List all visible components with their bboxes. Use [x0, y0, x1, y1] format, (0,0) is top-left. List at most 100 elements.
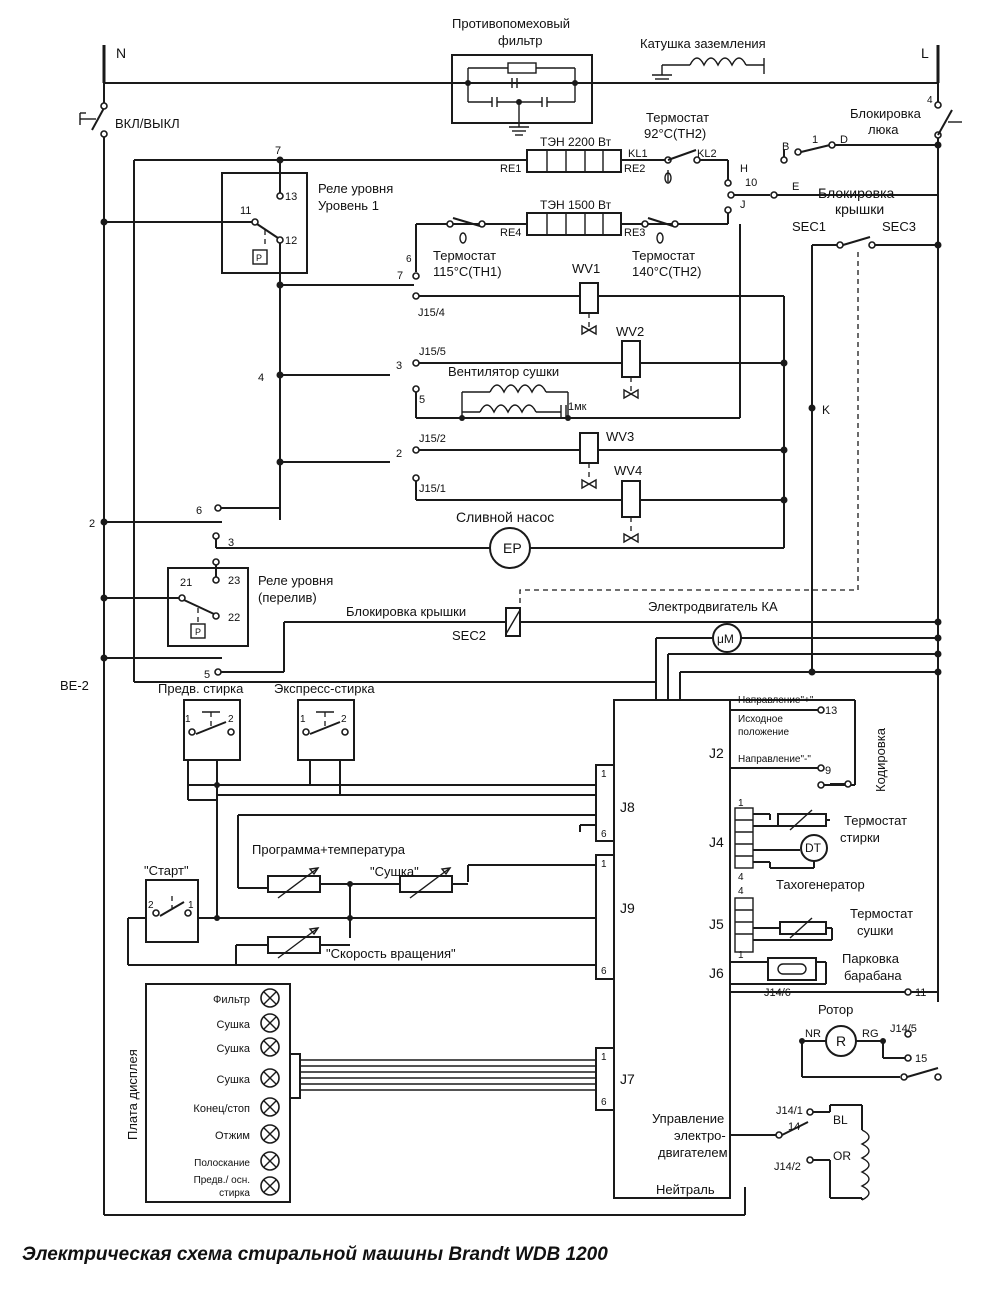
dry-fan-label: Вентилятор сушки — [448, 364, 559, 379]
pin-11-relay-label: 11 — [240, 205, 251, 217]
b-label: B — [782, 141, 789, 153]
display-led-cross — [263, 1016, 277, 1030]
level-relay2-label-1: Реле уровня — [258, 573, 333, 588]
wash-therm-label-2: стирки — [840, 830, 880, 845]
or-label: OR — [833, 1149, 851, 1163]
bd-switch — [780, 141, 942, 164]
display-item-label: Отжим — [215, 1130, 250, 1142]
lid-lock2-label: Блокировка крышки — [346, 604, 466, 619]
sec1-label: SEC1 — [792, 219, 826, 234]
pin-2-rail-label: 2 — [396, 448, 402, 460]
pin-11-rotor: 11 — [915, 987, 926, 999]
door-lock-label-1: Блокировка — [850, 106, 922, 121]
pin-5-bottom-label: 5 — [204, 669, 210, 681]
display-led-cross — [263, 1071, 277, 1085]
display-item-label: Сушка — [217, 1043, 251, 1055]
dry-therm-label-2: сушки — [857, 923, 893, 938]
j14-1-label: J14/1 — [776, 1105, 803, 1117]
left-connectors — [128, 764, 615, 1111]
j5-pin-4: 4 — [738, 886, 744, 897]
dt-label: DT — [805, 841, 822, 855]
display-item-label: Фильтр — [213, 994, 250, 1006]
potentiometers — [267, 867, 468, 959]
interference-filter — [451, 54, 593, 136]
home-label-2: положение — [738, 727, 790, 738]
valve-circuit — [280, 224, 788, 548]
j9-pin-6: 6 — [601, 966, 607, 977]
r-label: R — [836, 1033, 846, 1049]
display-led-cross — [263, 1127, 277, 1141]
dir-plus-label: Направление"+" — [738, 695, 814, 706]
level-relay1-label-2: Уровень 1 — [318, 198, 379, 213]
diagram-caption: Электрическая схема стиральной машины Br… — [22, 1244, 608, 1265]
kl2-label: KL2 — [697, 148, 717, 160]
express-pin-1: 1 — [300, 714, 306, 725]
j2-coding — [730, 699, 856, 789]
pin-12-relay-label: 12 — [285, 235, 297, 247]
sec3-label: SEC3 — [882, 219, 916, 234]
drying-knob-label: "Сушка" — [370, 864, 419, 879]
door-lock-switch — [934, 101, 962, 139]
lid-lock-label-1: Блокировка — [818, 185, 895, 201]
lid-lock-switch — [519, 236, 942, 672]
prog-temp-label: Программа+температура — [252, 842, 406, 857]
wash-buttons — [183, 699, 355, 921]
pin-22-label: 22 — [228, 612, 240, 624]
motor-ctrl-label-3: двигателем — [658, 1145, 728, 1160]
k-label: K — [822, 403, 830, 417]
pin-13-relay-label: 13 — [285, 191, 297, 203]
motor-ka — [655, 623, 942, 700]
start-button — [127, 879, 236, 966]
j15-4-label: J15/4 — [418, 307, 445, 319]
kl1-label: KL1 — [628, 148, 648, 160]
j6-label: J6 — [709, 965, 724, 981]
pin-10-label: 10 — [745, 177, 757, 189]
j5-dry-therm — [734, 897, 833, 953]
pin-5-rail-label: 5 — [419, 394, 425, 406]
j4-label: J4 — [709, 834, 724, 850]
express-pin-2: 2 — [341, 714, 347, 725]
display-board-label: Плата дисплея — [125, 1049, 140, 1140]
j8-label: J8 — [620, 799, 635, 815]
start-pin-2: 2 — [148, 900, 154, 911]
drum-park-label-1: Парковка — [842, 951, 900, 966]
display-led-cross — [263, 1179, 277, 1193]
pin-15-rotor: 15 — [915, 1053, 927, 1065]
level-relay-1 — [100, 160, 390, 520]
level-relay2-label-2: (перелив) — [258, 590, 317, 605]
heater-circuit — [133, 149, 938, 672]
j6-drum-park — [730, 957, 827, 985]
thermostat-92-label-2: 92°С(TH2) — [644, 126, 706, 141]
j9-pin-1: 1 — [601, 859, 607, 870]
door-lock-label-2: люка — [868, 122, 899, 137]
wv1-label: WV1 — [572, 261, 600, 276]
j7-pin-1: 1 — [601, 1052, 607, 1063]
display-led-cross — [263, 1100, 277, 1114]
pin-14-label: 14 — [788, 1121, 800, 1133]
ep-label: EP — [503, 540, 522, 556]
p-label-2: P — [195, 627, 201, 637]
j7-label: J7 — [620, 1071, 635, 1087]
l-terminal-label: L — [921, 45, 929, 61]
display-item-label: Полоскание — [194, 1158, 250, 1169]
motor-ka-label: Электродвигатель КА — [648, 599, 778, 614]
pin-4-junction-label: 4 — [258, 372, 264, 384]
filter-label-2: фильтр — [498, 33, 542, 48]
pin-7-top-label: 7 — [275, 145, 281, 157]
pump-circuit — [100, 504, 942, 676]
j7-pin-6: 6 — [601, 1097, 607, 1108]
re4-label: RE4 — [500, 227, 521, 239]
heater-2200-label: ТЭН 2200 Вт — [540, 135, 612, 149]
pin-6-th-label: 6 — [406, 254, 412, 265]
re2-label: RE2 — [624, 163, 645, 175]
pin-23-label: 23 — [228, 575, 240, 587]
coding-label: Кодировка — [873, 727, 888, 792]
n-terminal-label: N — [116, 45, 126, 61]
rotor — [730, 988, 942, 1081]
filter-label-1: Противопомеховый — [452, 16, 570, 31]
prewash-label: Предв. стирка — [158, 681, 244, 696]
drain-pump-label: Сливной насос — [456, 509, 554, 525]
pin-2-left-label: 2 — [89, 518, 95, 530]
door-lock-pin-4: 4 — [927, 95, 933, 106]
j5-label: J5 — [709, 916, 724, 932]
